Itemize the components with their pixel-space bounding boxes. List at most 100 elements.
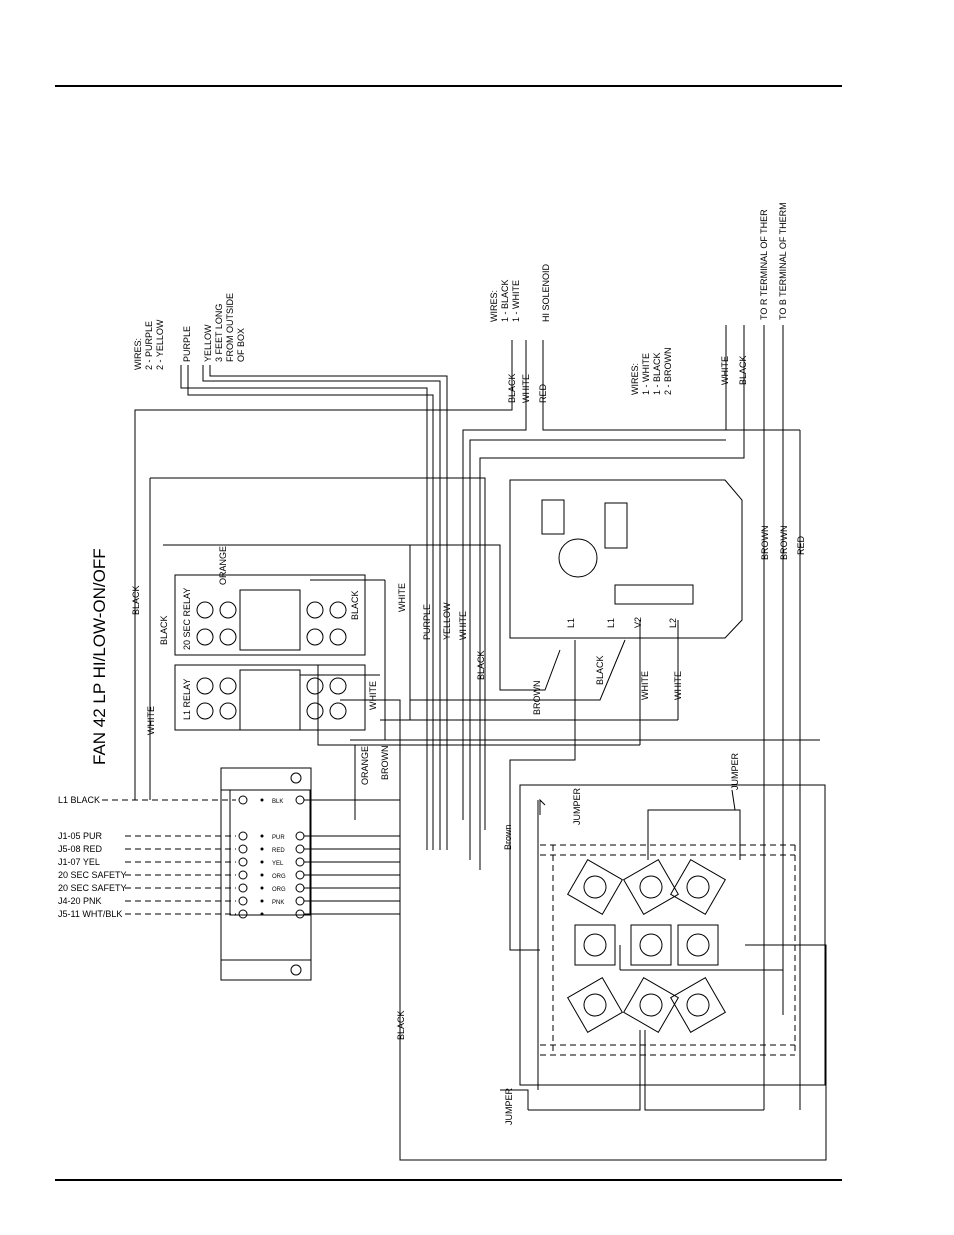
label-brown-1: BROWN [380, 746, 390, 781]
wires [134, 325, 827, 1161]
terminal-label: L1 BLACK [58, 795, 100, 805]
relay-l1: L1 RELAY [174, 664, 366, 731]
terminal-diamond [566, 976, 624, 1034]
svg-text:2 - PURPLE: 2 - PURPLE [144, 321, 154, 370]
label-black-right: BLACK [738, 355, 748, 385]
control-module: L1 L1 V2 L2 [509, 479, 743, 639]
terminal-label: 20 SEC SAFETY [58, 870, 127, 880]
terminal-dot [260, 834, 264, 838]
label-brown-2: BROWN [532, 681, 542, 716]
terminal-diamond [566, 858, 624, 916]
terminal-label: J1-05 PUR [58, 831, 103, 841]
terminal-tag: PNK [272, 900, 284, 906]
svg-text:WIRES:: WIRES: [489, 290, 499, 322]
label-brown-4: BROWN [779, 526, 789, 561]
terminal-diamond [622, 976, 680, 1034]
relay-20-sec: 20 SEC RELAY [174, 574, 366, 656]
terminal-labels: L1 BLACK J1-05 PUR J5-08 RED J1-07 YEL 20 SE… [58, 795, 400, 919]
terminal-label: J1-07 YEL [58, 857, 100, 867]
label-jumper-3: JUMPER [504, 1087, 514, 1125]
label-white-2: WHITE [368, 681, 378, 710]
terminal-tag: RED [272, 848, 285, 854]
label-purple-top: PURPLE [182, 326, 192, 362]
label-black-4: BLACK [476, 650, 486, 680]
terminal-screw [238, 844, 248, 854]
label-white-5: WHITE [640, 671, 650, 700]
label-brown-3: BROWN [760, 526, 770, 561]
svg-text:20 SEC RELAY: 20 SEC RELAY [182, 588, 192, 650]
svg-text:2 - YELLOW: 2 - YELLOW [155, 319, 165, 370]
label-red-right: RED [796, 535, 806, 555]
label-white-right: WHITE [720, 356, 730, 385]
terminal-screw [238, 795, 248, 805]
wires-note-white-black-brown: WIRES: 1 - WHITE 1 - BLACK 2 - BROWN [630, 347, 673, 395]
terminal-screw [295, 844, 305, 854]
svg-text:OF BOX: OF BOX [236, 328, 246, 362]
terminal-dot [260, 873, 264, 877]
terminal-tag: BLK [272, 799, 283, 805]
svg-text:L1: L1 [606, 618, 616, 628]
terminal-tag: PUR [272, 835, 285, 841]
label-therm-b: TO B TERMINAL OF THERM [778, 202, 788, 320]
label-jumper-1: JUMPER [572, 787, 582, 825]
svg-text:WIRES:: WIRES: [630, 363, 640, 395]
label-brown-lc: Brown [503, 824, 513, 850]
svg-text:L1 RELAY: L1 RELAY [182, 679, 192, 720]
terminal-label: J5-08 RED [58, 844, 103, 854]
diagram-title: FAN 42 LP HI/LOW-ON/OFF [90, 548, 109, 765]
terminal-diamond [622, 858, 680, 916]
svg-text:L1: L1 [566, 618, 576, 628]
svg-text:FROM OUTSIDE: FROM OUTSIDE [225, 293, 235, 362]
label-white-4: WHITE [458, 611, 468, 640]
terminal-dot [260, 847, 264, 851]
terminal-screw [295, 896, 305, 906]
svg-text:1 - WHITE: 1 - WHITE [511, 280, 521, 322]
terminal-label: J4-20 PNK [58, 896, 102, 906]
yellow-note: YELLOW 3 FEET LONG FROM OUTSIDE OF BOX [203, 293, 246, 362]
terminal-diamond [669, 858, 727, 916]
terminal-screw [238, 857, 248, 867]
svg-text:3 FEET LONG: 3 FEET LONG [214, 304, 224, 362]
terminal-screw [238, 883, 248, 893]
terminal-dot [260, 912, 264, 916]
label-yellow: YELLOW [442, 602, 452, 640]
svg-text:2 - BROWN: 2 - BROWN [663, 347, 673, 395]
label-therm-r: TO R TERMINAL OF THER [759, 209, 769, 320]
terminal-screw [295, 883, 305, 893]
svg-text:L2: L2 [668, 618, 678, 628]
label-black-2: BLACK [159, 615, 169, 645]
terminal-screw [238, 896, 248, 906]
terminal-square [677, 924, 719, 966]
terminal-screw [295, 857, 305, 867]
wires-note-purple-yellow: WIRES: 2 - PURPLE 2 - YELLOW [133, 319, 165, 370]
svg-text:1 - BLACK: 1 - BLACK [500, 279, 510, 322]
terminal-label: J5-11 WHT/BLK [58, 909, 122, 919]
label-black-bottom: BLACK [396, 1010, 406, 1040]
svg-text:1 - BLACK: 1 - BLACK [652, 352, 662, 395]
terminal-dot [260, 899, 264, 903]
fan-panel [519, 784, 826, 1086]
label-black-3: BLACK [350, 590, 360, 620]
label-orange-1: ORANGE [218, 546, 228, 585]
svg-text:V2: V2 [633, 617, 643, 628]
terminal-dot [260, 860, 264, 864]
terminal-screw [295, 870, 305, 880]
terminal-screw [238, 831, 248, 841]
terminal-dot [260, 798, 264, 802]
label-black-1: BLACK [131, 585, 141, 615]
terminal-diamond [669, 976, 727, 1034]
terminal-tag: YEL [272, 861, 284, 867]
svg-text:YELLOW: YELLOW [203, 324, 213, 362]
terminal-screw [238, 870, 248, 880]
svg-text:HI SOLENOID: HI SOLENOID [541, 263, 551, 322]
label-jumper-2: JUMPER [730, 752, 740, 790]
svg-text:WIRES:: WIRES: [133, 338, 143, 370]
label-black-5: BLACK [595, 655, 605, 685]
terminal-square [630, 924, 672, 966]
terminal-tag: ORG [272, 874, 286, 880]
svg-text:1 - WHITE: 1 - WHITE [641, 353, 651, 395]
label-white-1: WHITE [146, 706, 156, 735]
terminal-screw [295, 909, 305, 919]
